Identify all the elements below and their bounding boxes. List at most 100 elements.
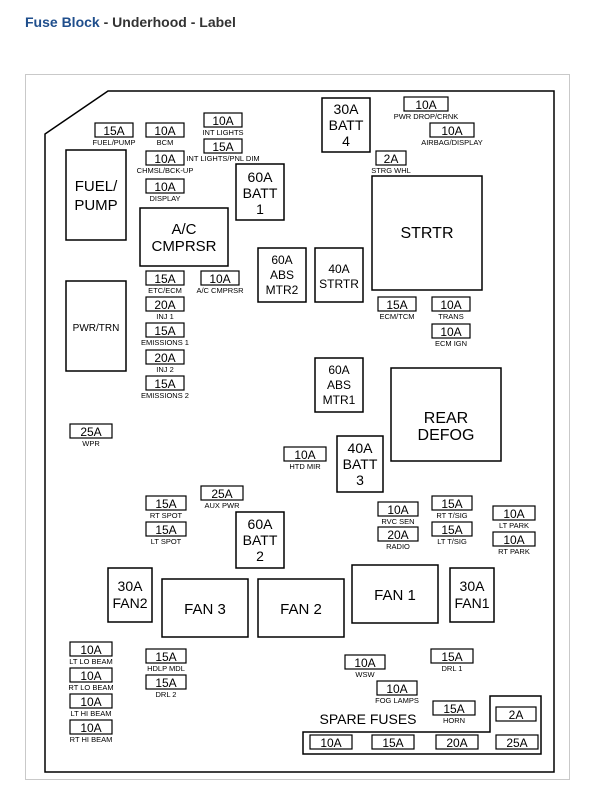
fuse-rt-spot (145, 495, 187, 511)
fan2-relay-label: FAN 2 (280, 601, 322, 618)
spare-fuse-15a (371, 734, 415, 750)
fuse-amp: 15A (154, 324, 175, 338)
batt2-num: 2 (256, 548, 264, 564)
fuse-name: AIRBAG/DISPLAY (421, 138, 483, 147)
abs-mtr1-abs: ABS (327, 378, 351, 392)
batt4-batt: BATT (329, 117, 364, 133)
batt3-batt: BATT (343, 456, 378, 472)
fuse-amp: 15A (154, 272, 175, 286)
fuse-aux-pwr (200, 485, 244, 501)
ac-relay-label-1: A/C (171, 221, 196, 238)
fuse-name: DISPLAY (149, 194, 180, 203)
fuse-amp: 10A (503, 507, 524, 521)
fuse-name: INT LIGHTS (202, 128, 243, 137)
rear-defog-label-2: DEFOG (418, 427, 475, 444)
fuse-lt-hi-beam (69, 693, 113, 709)
fuse-trans (431, 296, 471, 312)
fuse-name: TRANS (438, 312, 463, 321)
fuse-rt-park (492, 531, 536, 547)
spare-fuse-2a (495, 706, 537, 722)
fuse-name: RT SPOT (150, 511, 183, 520)
spare-fuse-amp: 20A (446, 736, 467, 750)
fuse-amp: 15A (441, 650, 462, 664)
fuse-name: RVC SEN (381, 517, 414, 526)
abs-mtr2-amp: 60A (271, 253, 292, 267)
fuse-name: PWR DROP/CRNK (394, 112, 459, 121)
fuse-name: RADIO (386, 542, 410, 551)
fuse-fog-lamps (376, 680, 418, 696)
fuse-amp: 15A (386, 298, 407, 312)
fuse-name: RT PARK (498, 547, 530, 556)
fuse-amp: 10A (212, 114, 233, 128)
fan2-maxi-amp: 30A (118, 578, 144, 594)
fuse-strg-whl (375, 150, 407, 166)
fuse-amp: 10A (80, 721, 101, 735)
fuse-amp: 10A (154, 124, 175, 138)
fuse-wsw (344, 654, 386, 670)
fuse-int-lights (203, 112, 243, 128)
fuse-name: CHMSL/BCK-UP (137, 166, 194, 175)
fan3-relay-label: FAN 3 (184, 601, 226, 618)
fuel-pump-relay-label-1: FUEL/ (75, 178, 118, 195)
fuse-amp: 15A (441, 523, 462, 537)
fuse-name: EMISSIONS 2 (141, 391, 189, 400)
fuse-amp: 10A (354, 656, 375, 670)
fuse-amp: 2A (384, 152, 399, 166)
fuse-name: INT LIGHTS/PNL DIM (186, 154, 259, 163)
abs-mtr1-mtr: MTR1 (323, 393, 356, 407)
ac-cmprsr-relay (139, 207, 229, 267)
fuse-name: ECM IGN (435, 339, 467, 348)
fuse-amp: 10A (386, 682, 407, 696)
fuse-amp: 10A (441, 124, 462, 138)
batt3-num: 3 (356, 472, 364, 488)
fuse-amp: 20A (154, 298, 175, 312)
fuse-name: WSW (355, 670, 375, 679)
fuse-ecm-tcm (377, 296, 417, 312)
fuse-wpr (69, 423, 113, 439)
fuse-name: AUX PWR (204, 501, 240, 510)
fuel-pump-relay (65, 149, 127, 241)
batt4-fuse (321, 97, 371, 153)
fuse-name: ECM/TCM (380, 312, 415, 321)
fuse-name: A/C CMPRSR (196, 286, 244, 295)
fuse-amp: 10A (440, 298, 461, 312)
fuse-name: RT LO BEAM (68, 683, 113, 692)
fuse-lt-tsig (431, 521, 473, 537)
breadcrumb-separator: - (99, 14, 113, 30)
fuse-amp: 20A (154, 351, 175, 365)
fuse-name: ETC/ECM (148, 286, 182, 295)
batt1-batt: BATT (243, 185, 278, 201)
fan2-relay (257, 578, 345, 638)
fan1-maxi-amp: 30A (460, 578, 486, 594)
spare-fuses-label: SPARE FUSES (320, 711, 417, 727)
breadcrumb-label: Label (199, 14, 236, 30)
fan3-relay (161, 578, 249, 638)
fuse-name: LT HI BEAM (71, 709, 112, 718)
fuse-amp: 15A (155, 650, 176, 664)
strtr-relay-label: STRTR (400, 225, 453, 242)
ac-relay-label-2: CMPRSR (151, 238, 216, 255)
spare-fuses-bracket (302, 695, 542, 755)
fuse-amp: 25A (80, 425, 101, 439)
fan2-maxi-name: FAN2 (112, 595, 147, 611)
spare-fuse-amp: 25A (506, 736, 527, 750)
abs-mtr2-fuse (257, 247, 307, 303)
fuse-amp: 25A (211, 487, 232, 501)
breadcrumb-underhood: Underhood (112, 14, 187, 30)
fuse-int-pnl-dim (203, 138, 243, 154)
fuse-amp: 15A (443, 702, 464, 716)
fuse-amp: 15A (441, 497, 462, 511)
strtr40-amp: 40A (328, 262, 349, 276)
fuse-amp: 15A (155, 497, 176, 511)
breadcrumb-fuse-block[interactable]: Fuse Block (25, 14, 100, 30)
fuse-rt-tsig (431, 495, 473, 511)
spare-fuse-amp: 2A (509, 708, 524, 722)
rear-defog-label-1: REAR (424, 410, 468, 427)
batt2-amp: 60A (248, 516, 274, 532)
fuse-amp: 10A (415, 98, 436, 112)
diagram-frame (25, 74, 570, 780)
fuse-rvc-sen (377, 501, 419, 517)
fuse-rt-hi-beam (69, 719, 113, 735)
abs-mtr2-mtr: MTR2 (266, 283, 299, 297)
